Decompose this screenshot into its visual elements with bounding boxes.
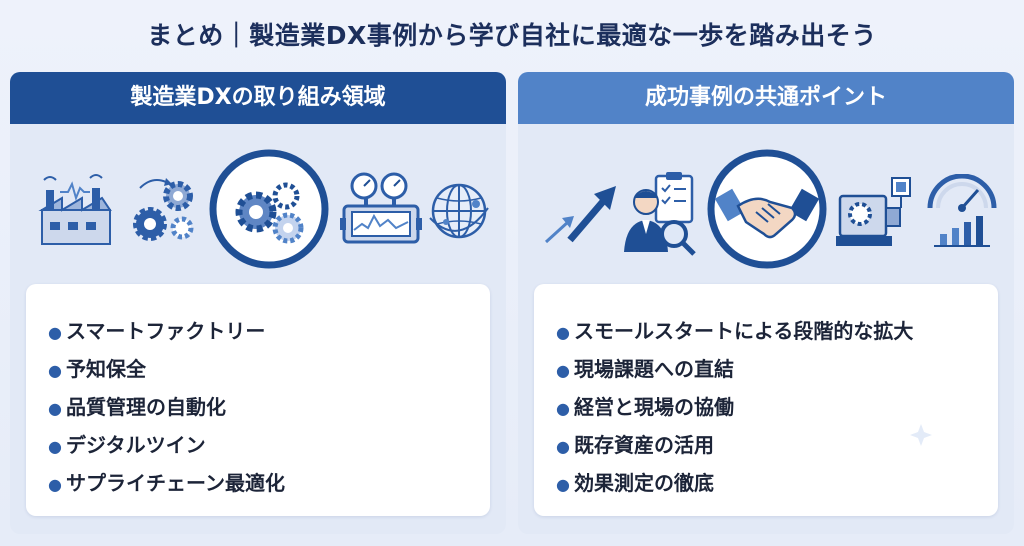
list-item: ●デジタルツイン [48,426,490,464]
dx-areas-header: 製造業DXの取り組み領域 [10,72,506,124]
success-points-list: ●スモールスタートによる段階的な拡大 ●現場課題への直結 ●経営と現場の協働 ●… [556,312,998,502]
bullet-icon: ● [556,399,570,418]
handshake-icon [707,149,827,269]
consultant-icon [624,172,696,256]
list-item: ●サプライチェーン最適化 [48,464,490,502]
list-item: ●経営と現場の協働 [556,388,998,426]
bullet-icon: ● [48,437,62,456]
globe-icon [429,183,489,239]
dx-areas-panel: 製造業DXの取り組み領域 [10,72,506,534]
bullet-icon: ● [556,361,570,380]
bullet-icon: ● [556,437,570,456]
gears-highlight-icon [209,149,329,269]
dx-areas-list-card: ●スマートファクトリー ●予知保全 ●品質管理の自動化 ●デジタルツイン ●サプ… [26,284,490,516]
page-title: まとめ｜製造業DX事例から学び自社に最適な一歩を踏み出そう [147,21,877,50]
bullet-icon: ● [48,361,62,380]
list-item: ●予知保全 [48,350,490,388]
performance-gauge-icon [927,174,997,247]
success-points-icon-row [518,124,1014,334]
dx-areas-icon-row [10,124,506,334]
bullet-icon: ● [556,323,570,342]
list-item: ●既存資産の活用 [556,426,998,464]
list-item: ●効果測定の徹底 [556,464,998,502]
success-points-list-card: ●スモールスタートによる段階的な拡大 ●現場課題への直結 ●経営と現場の協働 ●… [534,284,998,516]
bullet-icon: ● [48,399,62,418]
machine-icon [836,177,911,246]
success-points-panel: 成功事例の共通ポイント [518,72,1014,534]
smart-factory-icon [38,174,112,245]
bullet-icon: ● [48,323,62,342]
gears-icon [133,178,194,241]
bullet-icon: ● [556,475,570,494]
gauges-icon [340,172,422,244]
success-points-header: 成功事例の共通ポイント [518,72,1014,124]
sparkle-icon [910,424,932,446]
growth-arrows-icon [544,186,616,244]
list-item: ●スマートファクトリー [48,312,490,350]
list-item: ●現場課題への直結 [556,350,998,388]
list-item: ●スモールスタートによる段階的な拡大 [556,312,998,350]
list-item: ●品質管理の自動化 [48,388,490,426]
bullet-icon: ● [48,475,62,494]
dx-areas-list: ●スマートファクトリー ●予知保全 ●品質管理の自動化 ●デジタルツイン ●サプ… [48,312,490,502]
